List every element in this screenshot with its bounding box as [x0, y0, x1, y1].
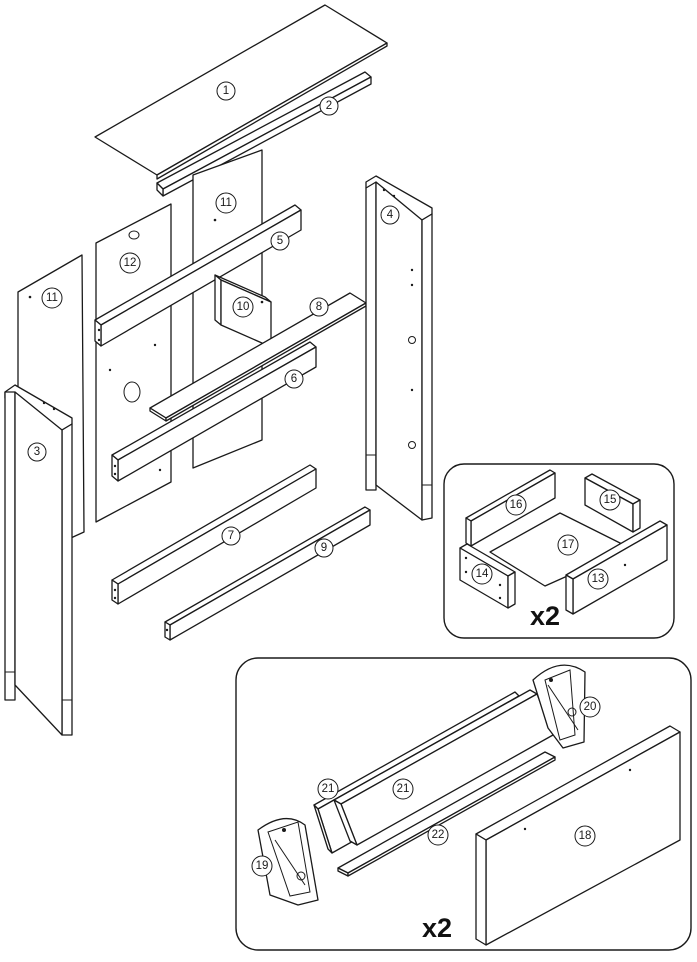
callout-21-panel-label: 21 — [397, 783, 410, 795]
callout-19: 19 — [251, 855, 273, 877]
callout-14: 14 — [471, 563, 493, 585]
callout-12: 12 — [119, 252, 141, 274]
callout-17: 17 — [557, 534, 579, 556]
callout-2-label: 2 — [326, 100, 332, 112]
part-1-top-board — [94, 4, 388, 180]
callout-3-label: 3 — [34, 446, 40, 458]
part-9-back-rail — [164, 506, 371, 641]
callout-22: 22 — [427, 824, 449, 846]
part-4-right-side — [365, 175, 433, 521]
part-6-lower-rail — [111, 341, 317, 482]
callout-15-label: 15 — [604, 494, 617, 506]
callout-3: 3 — [27, 442, 47, 462]
part-3-left-side — [4, 384, 73, 736]
callout-6: 6 — [284, 369, 304, 389]
callout-4-label: 4 — [387, 209, 394, 221]
callout-6-label: 6 — [291, 373, 297, 385]
callout-7: 7 — [221, 526, 241, 546]
callout-20-label: 20 — [584, 701, 597, 713]
callout-7-label: 7 — [228, 530, 234, 542]
callout-1: 1 — [216, 81, 236, 101]
callout-17-label: 17 — [562, 539, 575, 551]
callout-15: 15 — [599, 489, 621, 511]
part-7-bottom-rail — [111, 464, 317, 605]
part-22-strip — [337, 751, 556, 877]
drawer-quantity-label: x2 — [530, 601, 560, 631]
callout-13-label: 13 — [592, 573, 605, 585]
callout-18: 18 — [574, 825, 596, 847]
callout-1-label: 1 — [223, 85, 229, 97]
callout-18-label: 18 — [579, 830, 592, 842]
callout-16: 16 — [505, 494, 527, 516]
callout-10: 10 — [232, 296, 254, 318]
callout-5-label: 5 — [277, 235, 283, 247]
callout-20: 20 — [579, 696, 601, 718]
callout-8: 8 — [309, 297, 329, 317]
callout-10-label: 10 — [237, 301, 250, 313]
callout-19-label: 19 — [256, 860, 269, 872]
callout-11-left-label: 11 — [46, 292, 58, 304]
callout-11-right: 11 — [215, 192, 237, 214]
callout-21-panel: 21 — [392, 778, 414, 800]
callout-12-label: 12 — [124, 257, 137, 269]
callout-5: 5 — [270, 231, 290, 251]
callout-14-label: 14 — [476, 568, 489, 580]
callout-4: 4 — [380, 205, 400, 225]
part-2-top-rail — [156, 71, 372, 197]
callout-2: 2 — [319, 96, 339, 116]
part-20-hinge-bracket — [532, 664, 586, 749]
callout-8-label: 8 — [316, 301, 322, 313]
callout-11-left: 11 — [41, 287, 63, 309]
callout-9-label: 9 — [321, 542, 327, 554]
part-13-drawer-front — [565, 520, 668, 615]
callout-21-rail: 21 — [317, 778, 339, 800]
callout-13: 13 — [587, 568, 609, 590]
part-5-upper-rail — [94, 204, 302, 347]
callout-11-right-label: 11 — [220, 197, 232, 209]
part-12-back-panel — [95, 203, 172, 523]
callout-16-label: 16 — [510, 499, 523, 511]
callout-9: 9 — [314, 538, 334, 558]
part-8-shelf — [149, 292, 367, 422]
part-19-hinge-bracket — [257, 818, 319, 906]
flip-door-quantity-label: x2 — [422, 913, 452, 943]
callout-22-label: 22 — [432, 829, 445, 841]
callout-21-rail-label: 21 — [322, 783, 335, 795]
